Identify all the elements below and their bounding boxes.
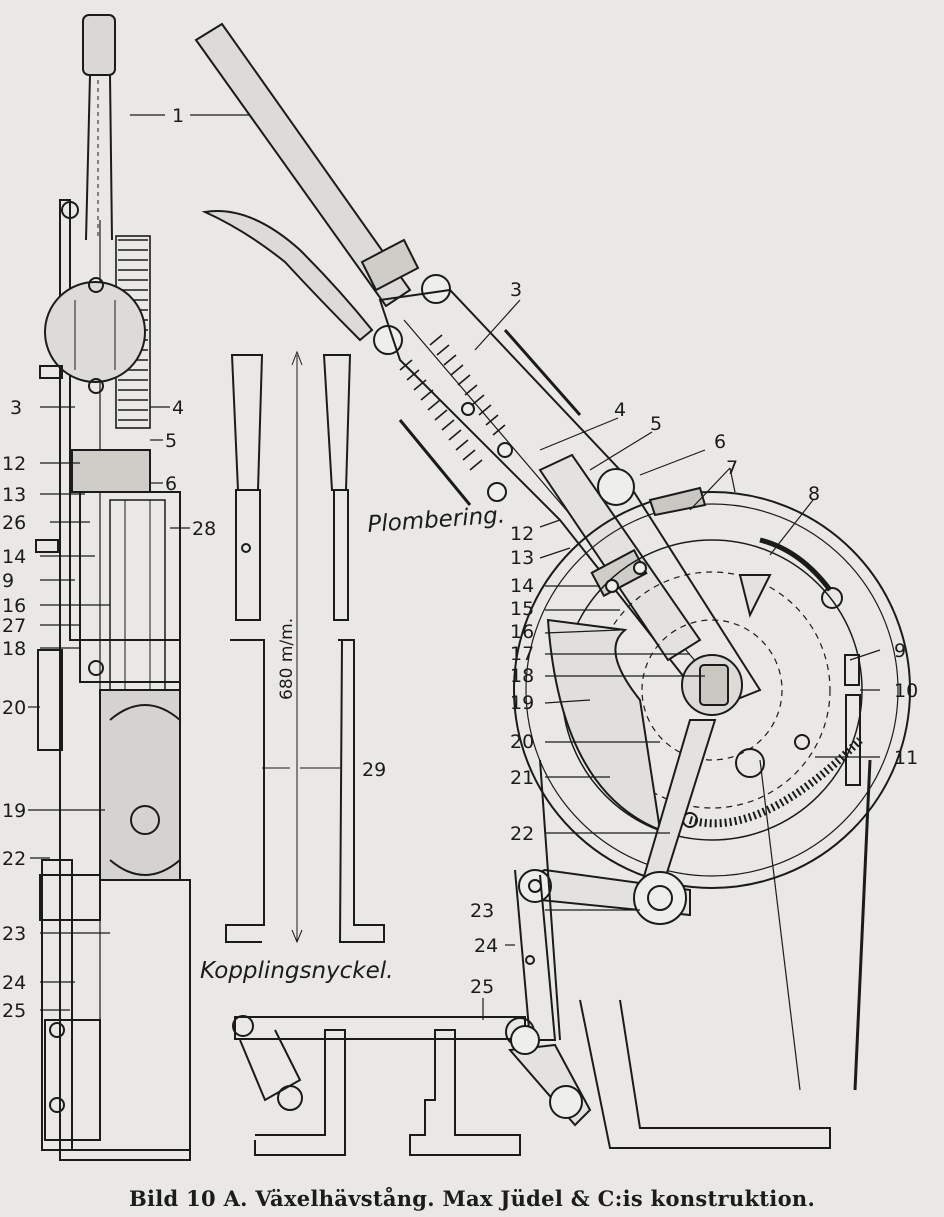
label-3: 3 bbox=[10, 397, 22, 419]
figure-caption: Bild 10 A. Växelhävstång. Max Jüdel & C:… bbox=[128, 1186, 816, 1211]
label-4: 4 bbox=[172, 397, 184, 419]
label-f9: 9 bbox=[894, 640, 906, 662]
segment-spring bbox=[688, 737, 863, 828]
label-f20: 20 bbox=[510, 731, 534, 753]
label-13: 13 bbox=[2, 484, 26, 506]
label-24: 24 bbox=[2, 972, 26, 994]
label-f5: 5 bbox=[650, 413, 662, 435]
front-leaders bbox=[474, 299, 881, 1020]
label-20: 20 bbox=[2, 697, 26, 719]
label-f13: 13 bbox=[510, 547, 534, 569]
label-28: 28 bbox=[192, 518, 216, 540]
front-labels: 3 4 5 6 7 8 12 13 14 15 16 17 18 19 9 10… bbox=[470, 279, 918, 957]
lever-spring bbox=[399, 334, 506, 471]
label-25-bottom: 25 bbox=[470, 976, 494, 998]
label-22: 22 bbox=[2, 848, 26, 870]
latch-trigger bbox=[201, 210, 374, 342]
side-view bbox=[35, 14, 191, 1161]
label-f3: 3 bbox=[510, 279, 522, 301]
label-f21: 21 bbox=[510, 767, 534, 789]
label-f14: 14 bbox=[510, 575, 534, 597]
bottom-parts bbox=[232, 1015, 535, 1156]
label-5: 5 bbox=[165, 430, 177, 452]
side-leaders bbox=[28, 114, 265, 1011]
plombering-note: Plombering. bbox=[367, 502, 506, 538]
label-14: 14 bbox=[2, 546, 26, 568]
label-9: 9 bbox=[2, 570, 14, 592]
label-19: 19 bbox=[2, 800, 26, 822]
label-f19: 19 bbox=[510, 692, 534, 714]
label-23: 23 bbox=[2, 923, 26, 945]
drum-outer bbox=[513, 491, 911, 889]
label-f18: 18 bbox=[510, 665, 534, 687]
label-12: 12 bbox=[2, 453, 26, 475]
label-f12: 12 bbox=[510, 523, 534, 545]
label-f24: 24 bbox=[474, 935, 498, 957]
label-18: 18 bbox=[2, 638, 26, 660]
label-1: 1 bbox=[172, 105, 184, 127]
label-f22: 22 bbox=[510, 823, 534, 845]
label-25: 25 bbox=[2, 1000, 26, 1022]
label-26: 26 bbox=[2, 512, 26, 534]
label-16: 16 bbox=[2, 595, 26, 617]
front-view bbox=[507, 486, 911, 1149]
label-f17: 17 bbox=[510, 643, 534, 665]
label-f4: 4 bbox=[614, 399, 626, 421]
label-f16: 16 bbox=[510, 621, 534, 643]
coupling-key bbox=[225, 350, 385, 944]
hand-lever bbox=[194, 22, 762, 712]
handle-grip bbox=[82, 14, 116, 76]
label-27: 27 bbox=[2, 615, 26, 637]
key-dimension: 680 m/m. bbox=[277, 618, 297, 700]
label-f15: 15 bbox=[510, 598, 534, 620]
label-29: 29 bbox=[362, 759, 386, 781]
label-f23: 23 bbox=[470, 900, 494, 922]
label-f10: 10 bbox=[894, 680, 918, 702]
label-6: 6 bbox=[165, 473, 177, 495]
lever-handle bbox=[194, 22, 412, 308]
label-f8: 8 bbox=[808, 483, 820, 505]
label-f6: 6 bbox=[714, 431, 726, 453]
side-labels: 1 3 4 5 12 13 6 26 28 14 9 16 27 18 20 1… bbox=[2, 105, 216, 1022]
label-f11: 11 bbox=[894, 747, 918, 769]
label-f7: 7 bbox=[726, 457, 738, 479]
kopplingsnyckel-note: Kopplingsnyckel. bbox=[200, 958, 393, 984]
counterweight-ball bbox=[44, 281, 146, 383]
